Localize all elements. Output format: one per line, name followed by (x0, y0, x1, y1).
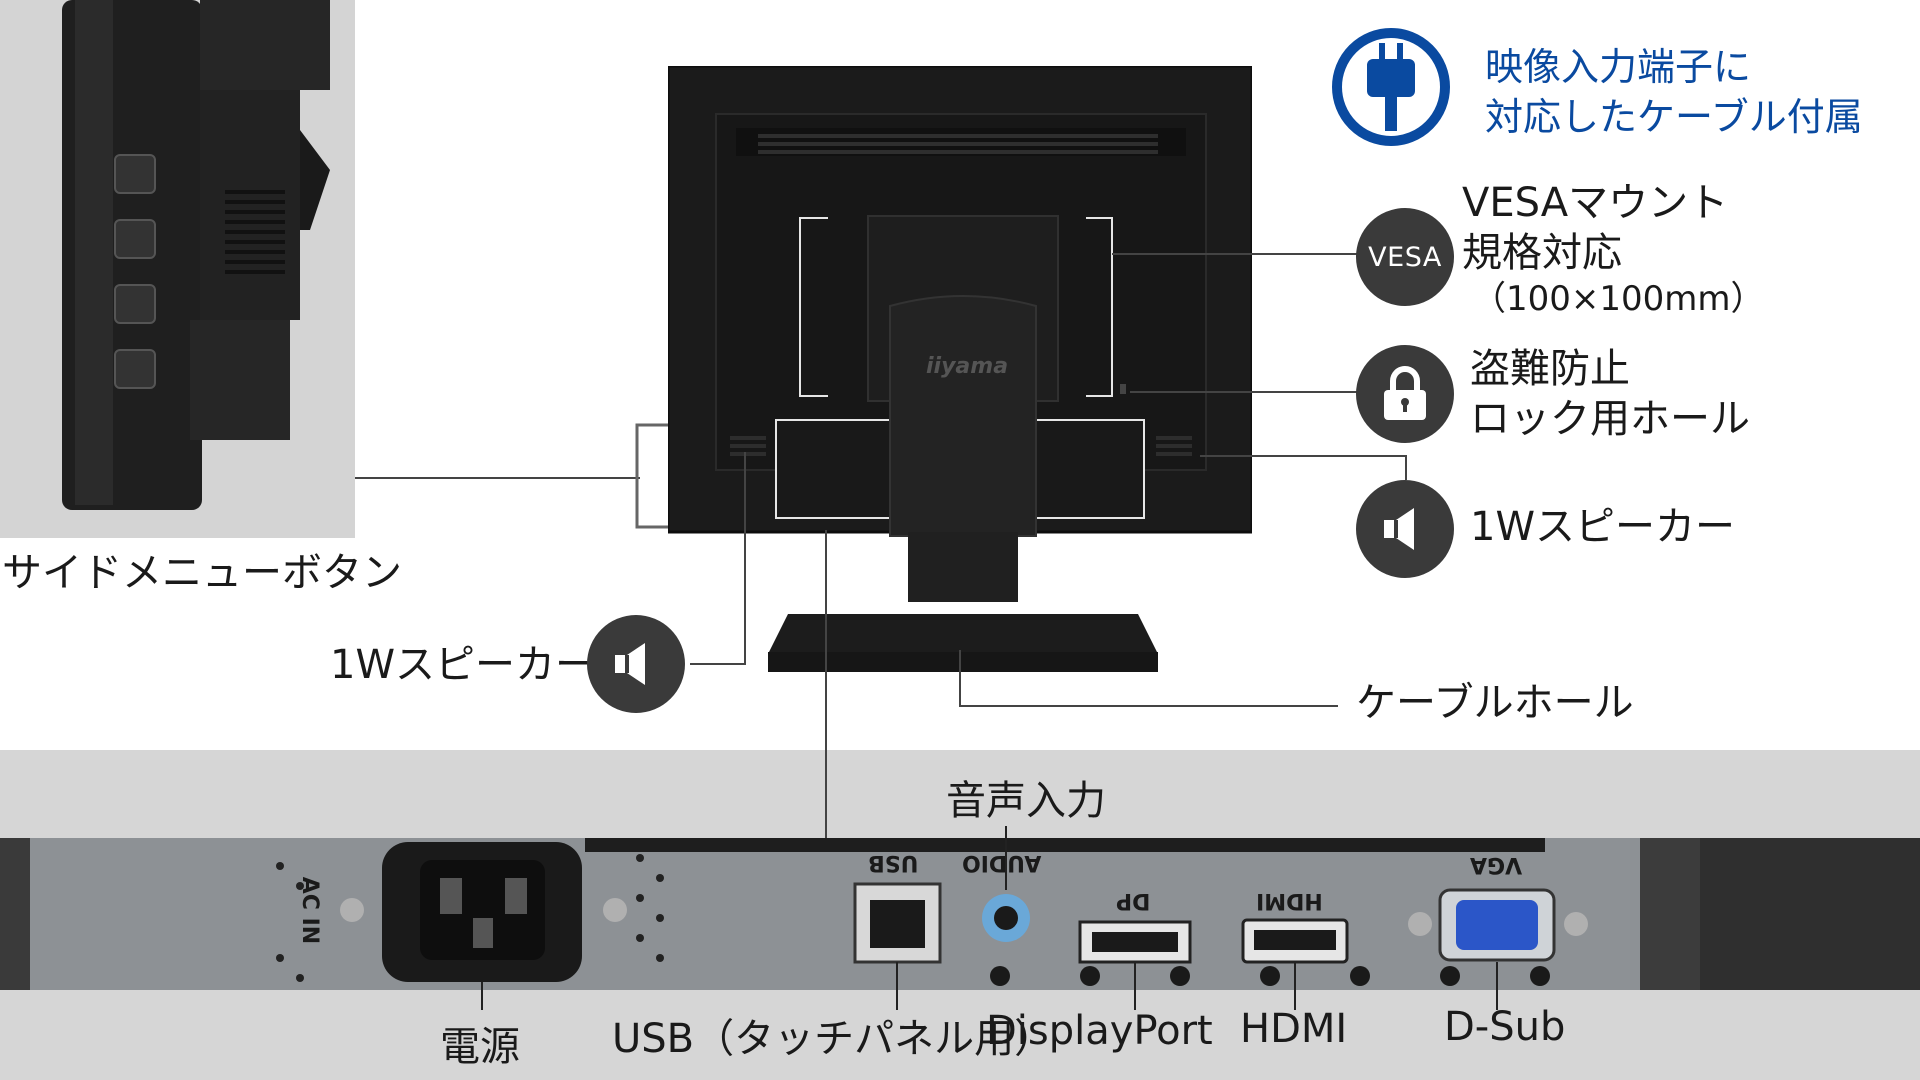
speaker-right-label: 1Wスピーカー (1470, 504, 1735, 550)
lock-icon (1384, 366, 1426, 420)
bottom-gray-band (0, 990, 1920, 1080)
ports-panel-illustration (0, 838, 1920, 990)
top-gray-band (0, 750, 1920, 840)
hdmi-label: HDMI (1240, 1006, 1348, 1052)
speaker-left-badge (587, 615, 685, 713)
usb-touch-label: USB（タッチパネル用） (612, 1016, 1055, 1062)
ports-panel: AC IN USB AUDIO DP HDMI VGA (0, 838, 1920, 990)
vesa-line2: 規格対応 (1462, 230, 1622, 276)
speaker-right-badge (1356, 480, 1454, 578)
power-label: 電源 (440, 1024, 520, 1070)
lock-line1: 盗難防止 (1470, 346, 1630, 392)
audio-input-label: 音声入力 (946, 778, 1106, 824)
cable-icon-circle (1332, 28, 1450, 146)
cable-plug-icon (1367, 43, 1415, 131)
lock-line2: ロック用ホール (1470, 396, 1750, 442)
cable-hole-label: ケーブルホール (1356, 680, 1634, 726)
vesa-line3: （100×100mm） (1472, 279, 1765, 319)
cable-note-line2: 対応したケーブル付属 (1485, 95, 1863, 139)
speaker-right-icon (1384, 508, 1414, 550)
monitor-back-illustration: iiyama (668, 66, 1252, 672)
speaker-left-label: 1Wスピーカー (330, 642, 595, 688)
brand-logo-text: iiyama (926, 354, 1008, 379)
side-view-illustration (62, 0, 330, 510)
side-menu-button-label: サイドメニューボタン (2, 550, 402, 596)
vesa-line1: VESAマウント (1462, 180, 1729, 226)
dsub-label: D-Sub (1444, 1004, 1566, 1050)
displayport-label: DisplayPort (986, 1008, 1213, 1054)
vesa-badge: VESA (1356, 208, 1454, 306)
side-photo (0, 0, 355, 538)
lock-badge (1356, 345, 1454, 443)
cable-note-line1: 映像入力端子に (1485, 45, 1752, 89)
speaker-left-icon (615, 643, 645, 685)
